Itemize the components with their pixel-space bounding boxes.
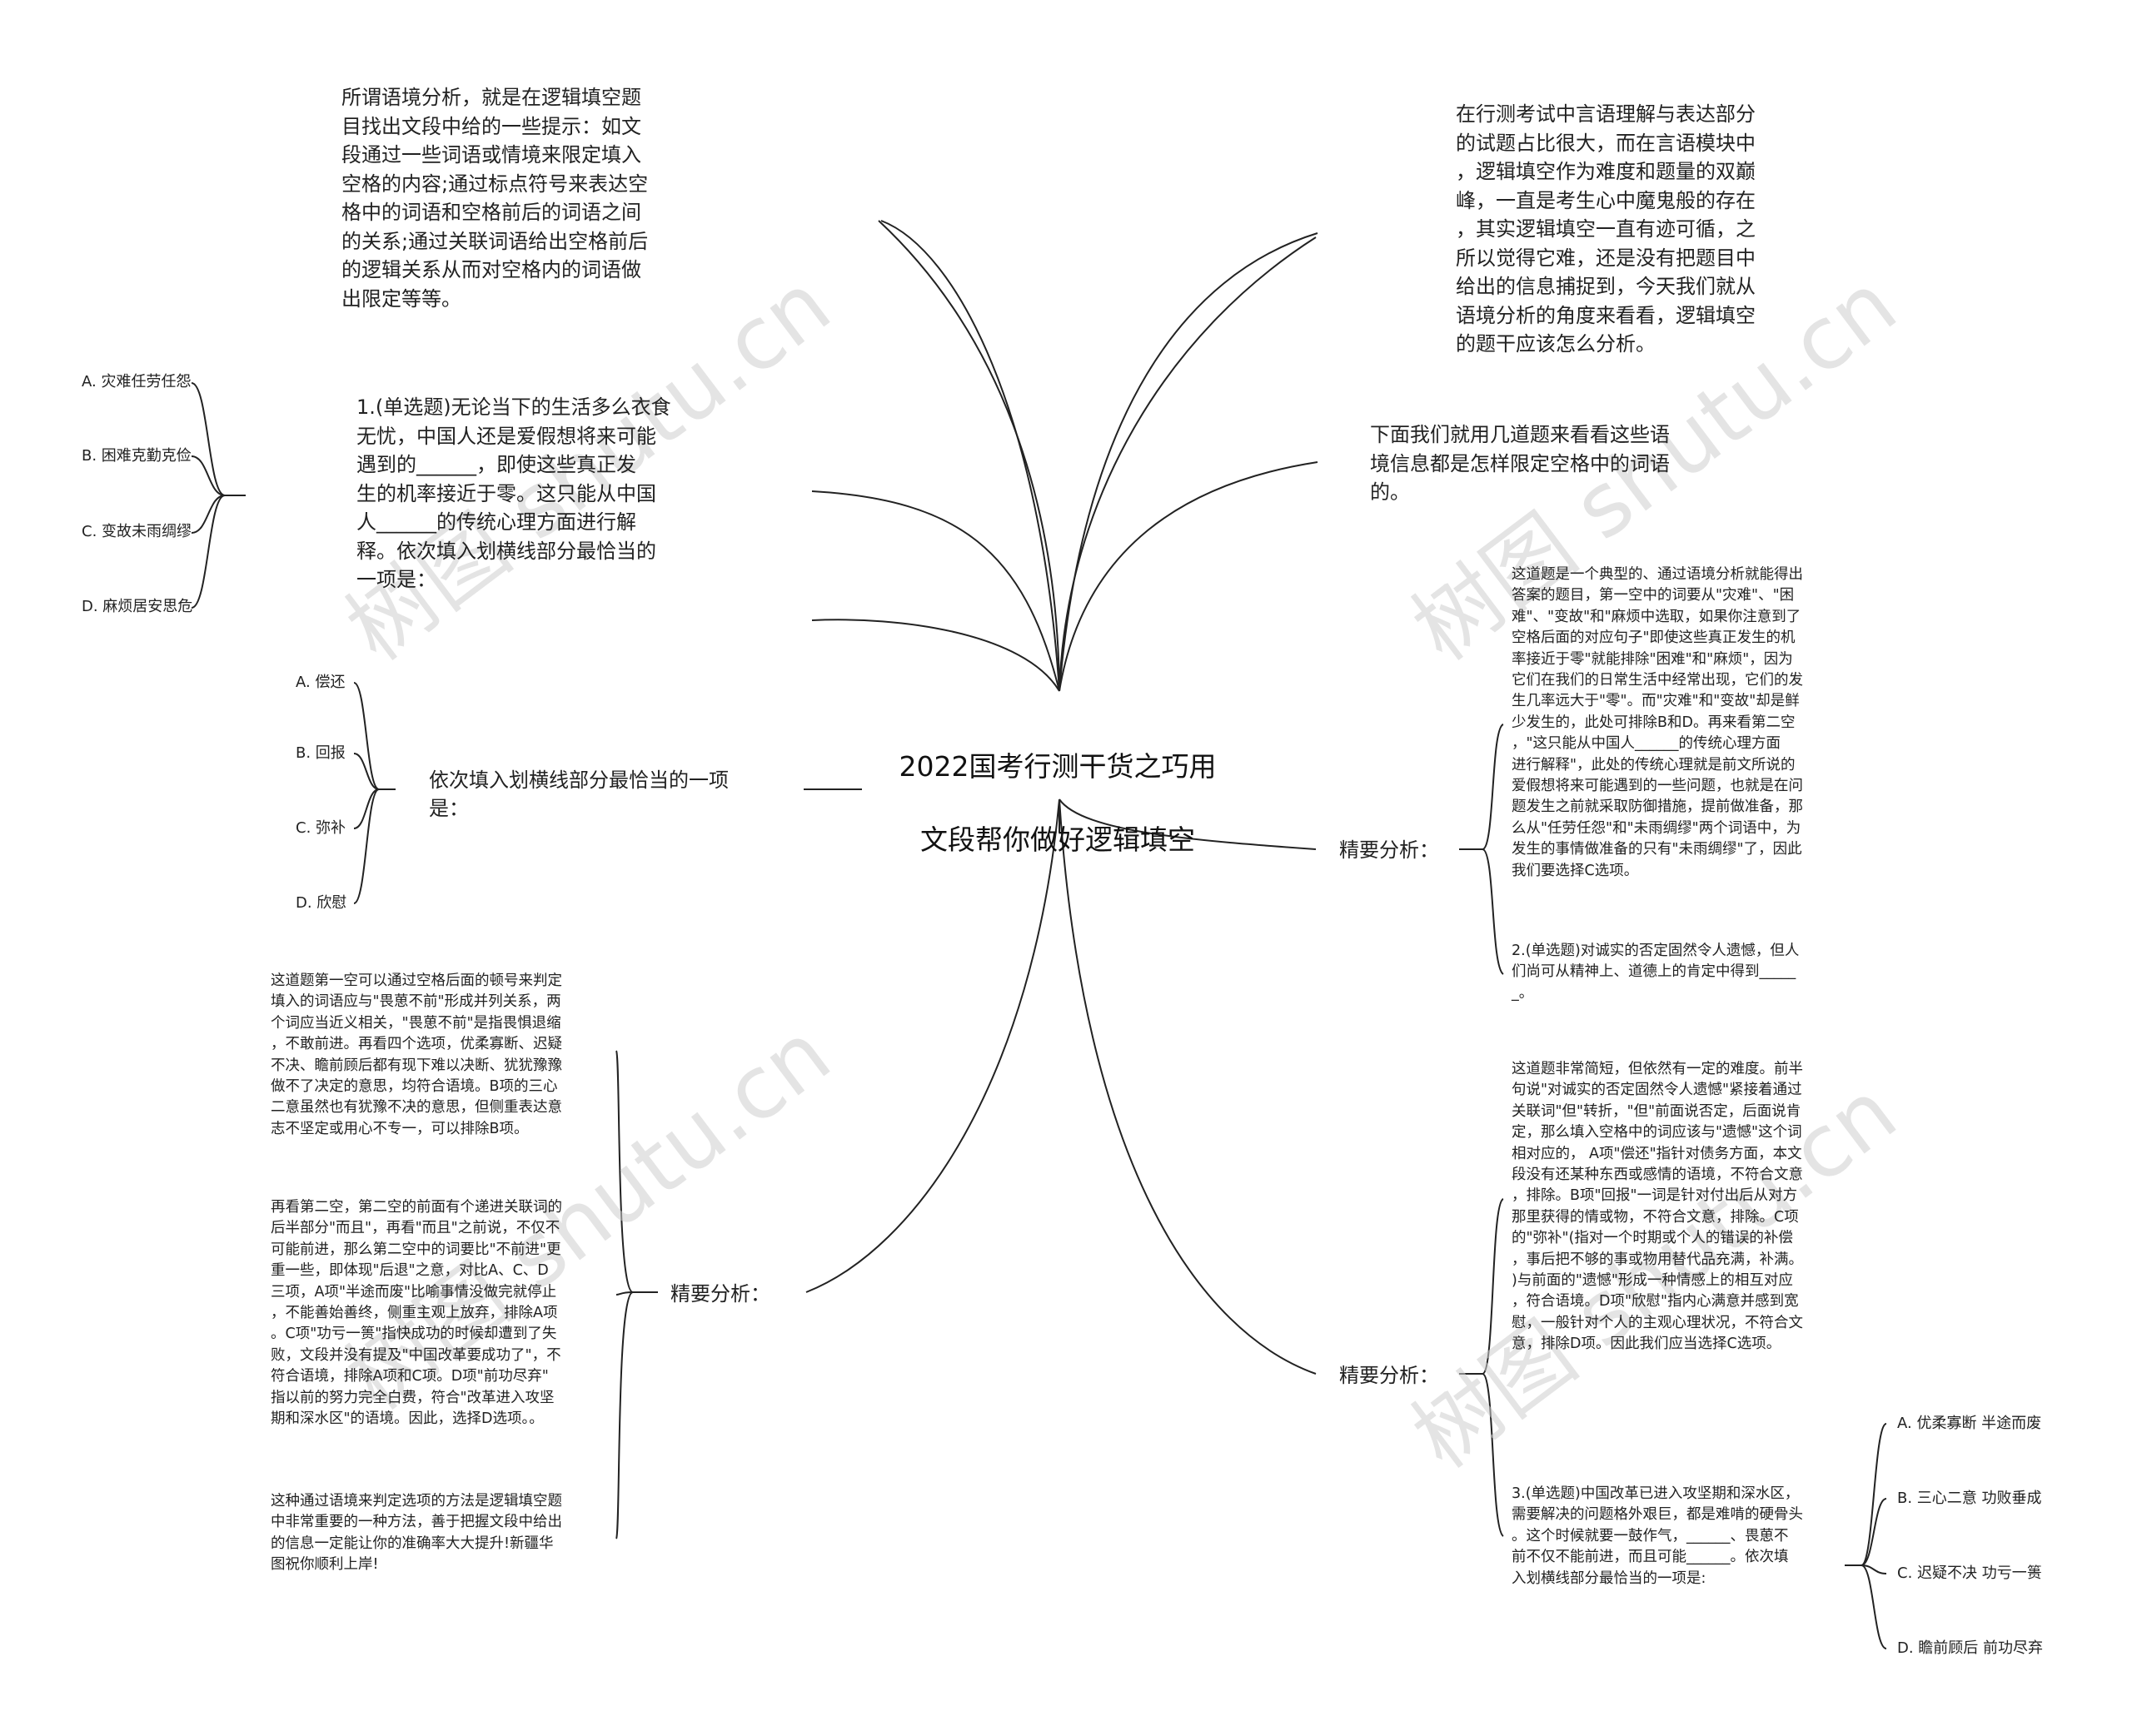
q3-options-bracket — [1845, 1423, 1887, 1649]
branch-left-intro — [880, 220, 1060, 692]
right-analysis1-bracket — [1482, 724, 1504, 975]
branch-left-q2 — [811, 619, 1060, 692]
q3-option-d[interactable]: D. 瞻前顾后 前功尽弃 — [1897, 1639, 2044, 1657]
right-analysis2-text[interactable]: 这道题非常简短，但依然有一定的难度。前半 句说"对诚实的否定固然令人遗憾"紧接着… — [1512, 1061, 1803, 1353]
q2-option-d[interactable]: D. 欣慰 — [296, 894, 347, 912]
q2-option-a[interactable]: A. 偿还 — [296, 674, 346, 691]
q2-question-text[interactable]: 2.(单选题)对诚实的否定固然令人遗憾，但人 们尚可从精神上、道德上的肯定中得到… — [1512, 943, 1800, 1002]
left-analysis-paragraph-2[interactable]: 再看第二空，第二空的前面有个递进关联词的 后半部分"而且"，再看"而且"之前说，… — [271, 1199, 562, 1428]
q1-question-text[interactable]: 1.(单选题)无论当下的生活多么衣食 无忧，中国人还是爱假想将来可能 遇到的__… — [356, 395, 671, 591]
root-title-line1: 2022国考行测干货之巧用 — [899, 750, 1217, 783]
left-analysis-label[interactable]: 精要分析： — [670, 1282, 770, 1306]
q3-question-text[interactable]: 3.(单选题)中国改革已进入攻坚期和深水区， 需要解决的问题格外艰巨，都是难啃的… — [1512, 1485, 1803, 1587]
branch-left-q1 — [811, 490, 1060, 692]
left-analysis-paragraph-1[interactable]: 这道题第一空可以通过空格后面的顿号来判定 填入的词语应与"畏葸不前"形成并列关系… — [271, 972, 562, 1137]
branch-right-analysis2 — [1059, 798, 1317, 1375]
q3-option-a[interactable]: A. 优柔寡断 半途而废 — [1897, 1415, 2042, 1432]
q2-options-bracket — [353, 682, 396, 904]
right-lead-text[interactable]: 下面我们就用几道题来看看这些语 境信息都是怎样限定空格中的词语 的。 — [1370, 423, 1670, 504]
branch-right-lead — [1059, 461, 1318, 692]
left-analysis-bracket — [615, 1050, 634, 1540]
q1-option-d[interactable]: D. 麻烦居安思危 — [82, 598, 193, 615]
right-analysis1-text[interactable]: 这道题是一个典型的、通过语境分析就能得出 答案的题目，第一空中的词要从"灾难"、… — [1512, 566, 1803, 879]
q2-option-b[interactable]: B. 回报 — [296, 744, 346, 762]
q2-prompt-text[interactable]: 依次填入划横线部分最恰当的一项 是： — [429, 769, 729, 820]
root-spine-right — [1059, 236, 1317, 692]
right-analysis2-bracket — [1482, 1198, 1504, 1537]
right-analysis1-label[interactable]: 精要分析： — [1339, 838, 1439, 862]
q3-option-c[interactable]: C. 迟疑不决 功亏一篑 — [1897, 1564, 2042, 1582]
right-analysis2-label[interactable]: 精要分析： — [1339, 1364, 1439, 1387]
right-intro-text[interactable]: 在行测考试中言语理解与表达部分 的试题占比很大，而在言语模块中 ，逻辑填空作为难… — [1456, 102, 1756, 356]
q1-options-bracket — [191, 382, 246, 609]
root-title[interactable]: 2022国考行测干货之巧用 文段帮你做好逻辑填空 — [866, 712, 1249, 895]
root-title-line2: 文段帮你做好逻辑填空 — [920, 823, 1195, 856]
q3-option-b[interactable]: B. 三心二意 功败垂成 — [1897, 1490, 2042, 1507]
branch-right-intro — [1059, 232, 1318, 692]
root-upper-spine — [878, 220, 1060, 692]
branch-left-analysis — [805, 798, 1060, 1293]
left-analysis-paragraph-3[interactable]: 这种通过语境来判定选项的方法是逻辑填空题 中非常重要的一种方法，善于把握文段中给… — [271, 1493, 562, 1574]
left-intro-text[interactable]: 所谓语境分析，就是在逻辑填空题 目找出文段中给的一些提示：如文 段通过一些词语或… — [341, 86, 649, 311]
q1-option-c[interactable]: C. 变故未雨绸缪 — [82, 523, 192, 540]
q1-option-b[interactable]: B. 困难克勤克俭 — [82, 447, 192, 465]
q2-option-c[interactable]: C. 弥补 — [296, 819, 346, 837]
q1-option-a[interactable]: A. 灾难任劳任怨 — [82, 373, 192, 390]
branch-right-analysis1 — [1059, 798, 1317, 850]
